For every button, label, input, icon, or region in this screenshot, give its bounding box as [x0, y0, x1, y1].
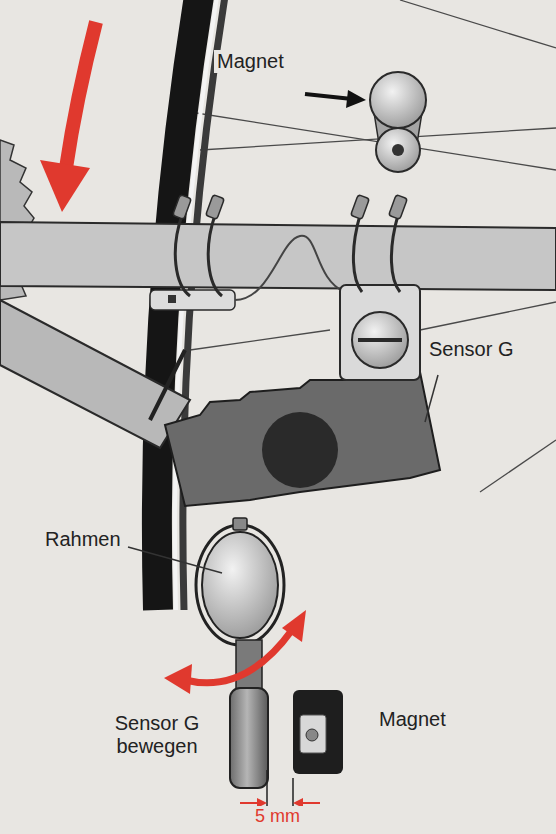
seat-stay: [0, 300, 190, 448]
magnet-insert: [300, 715, 326, 753]
leader-line: [128, 547, 222, 573]
sensor-cable: [235, 236, 345, 300]
part-name-box: Rahmen: [42, 528, 124, 551]
frame-section: [202, 532, 278, 638]
part-name: Rahmen: [42, 528, 124, 551]
magnet-block: [293, 690, 343, 774]
magnet-screw: [392, 144, 404, 156]
pedal-crank: [165, 372, 440, 506]
small-sensor: [150, 290, 235, 310]
sensor-g-box: [340, 285, 420, 380]
magnet-clamp: [376, 128, 420, 172]
rotation-arrow: [66, 22, 96, 168]
part-name-box: Magnet: [214, 50, 287, 73]
part-name-box: Magnet: [376, 708, 449, 731]
crank-axle: [262, 412, 338, 488]
instruction-text: Sensor G bewegen: [98, 712, 216, 758]
sensor-led: [168, 295, 176, 303]
dial-slot: [358, 338, 402, 342]
pointer-arrow: [305, 94, 352, 99]
dimension-label: 5 mm: [252, 806, 303, 827]
move-arrowhead: [282, 610, 306, 642]
move-arrowhead: [164, 664, 192, 694]
leader-line: [425, 375, 438, 422]
move-arrow: [185, 630, 292, 683]
tie-head: [233, 518, 247, 530]
rotation-arrowhead: [40, 160, 90, 212]
part-name: Magnet: [214, 50, 287, 73]
instruction-text-box: Sensor G bewegen: [98, 712, 216, 758]
part-name-box: Sensor G: [426, 338, 516, 361]
part-name: Sensor G: [426, 338, 516, 361]
part-name: Magnet: [376, 708, 449, 731]
cable-tie: [150, 350, 185, 420]
pointer-arrowhead: [346, 90, 366, 108]
sensor-dial: [352, 312, 408, 368]
sensor-body: [230, 688, 268, 788]
magnet-head: [370, 72, 426, 128]
tie-loop: [196, 525, 284, 645]
magnet-screw: [306, 729, 318, 741]
cable-ties: [175, 215, 400, 296]
dimension-label-box: 5 mm: [252, 806, 303, 827]
tie-heads: [173, 195, 408, 220]
chainstay: [0, 222, 556, 290]
